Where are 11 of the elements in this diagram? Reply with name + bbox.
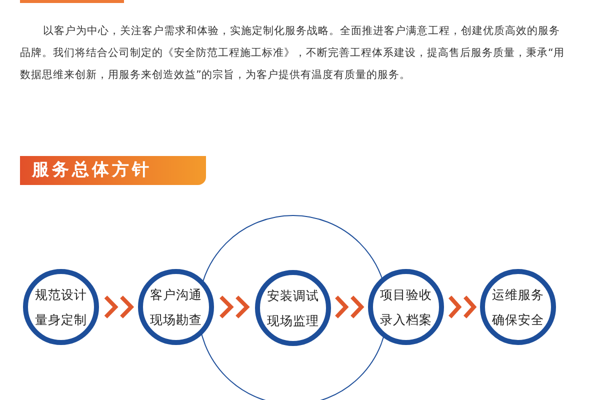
step-label: 安装调试现场监理 [266, 287, 320, 330]
chevron-arrow [334, 295, 364, 319]
section-heading: 服务总体方针 [20, 156, 206, 185]
step-label: 运维服务确保安全 [492, 286, 544, 329]
intro-paragraph: 以客户为中心，关注客户需求和体验，实施定制化服务战略。全面推进客户满意工程，创建优质高效的服务品牌。我们将结合公司制定的《安全防范工程施工标准》，不断完善工程体系建设，提高售后服务质量，秉承“用数据思维来创新，用服务来创造效益”的宗旨，为客户提供有温度有质量的服务。 [20, 24, 565, 83]
step-label: 客户沟通现场勘查 [150, 286, 202, 329]
chevron-arrow [448, 295, 477, 319]
chevron-arrow [219, 295, 250, 319]
step-label: 规范设计量身定制 [34, 286, 88, 329]
step-label: 项目验收录入档案 [380, 286, 432, 329]
chevron-arrow [104, 295, 134, 319]
